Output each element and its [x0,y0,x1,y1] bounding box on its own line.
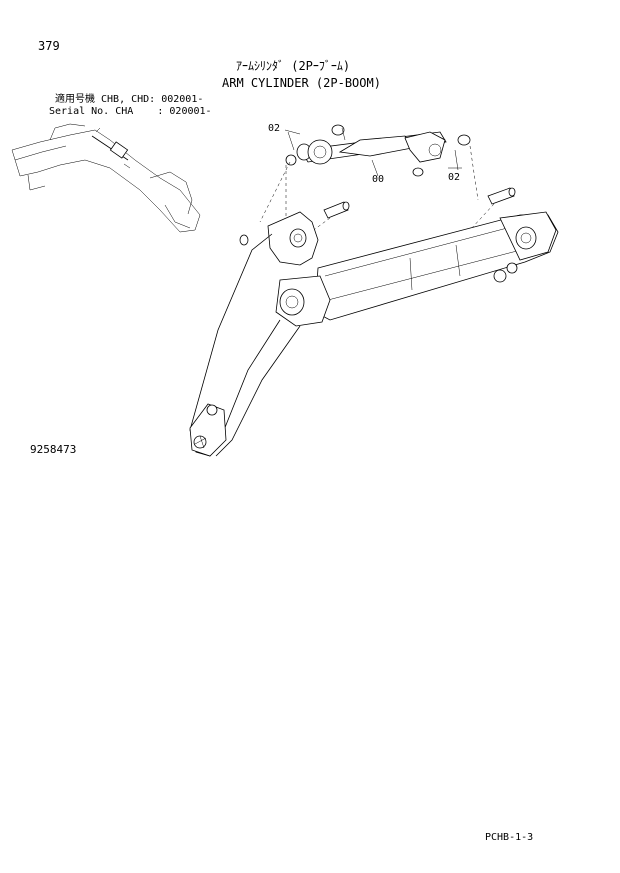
page-number: 379 [38,39,60,53]
serial-number-line: Serial No. CHA : 020001- [49,106,212,117]
callout-02-right: 02 [448,172,461,183]
title-japanese: ｱｰﾑｼﾘﾝﾀﾞ (2Pｰﾌﾞｰﾑ) [236,59,351,73]
callout-00: 00 [372,174,385,185]
boom-assembly [189,211,559,457]
callout-02-left: 02 [268,123,281,134]
title-english: ARM CYLINDER (2P-BOOM) [222,76,381,90]
figure-number: 9258473 [30,443,77,456]
applicable-serial-line: 適用号機 CHB, CHD: 002001- [55,94,204,105]
excavator-overview-sketch [11,123,201,233]
footer-code: PCHB-1-3 [485,832,534,843]
arm-cylinder-exploded [259,124,479,230]
